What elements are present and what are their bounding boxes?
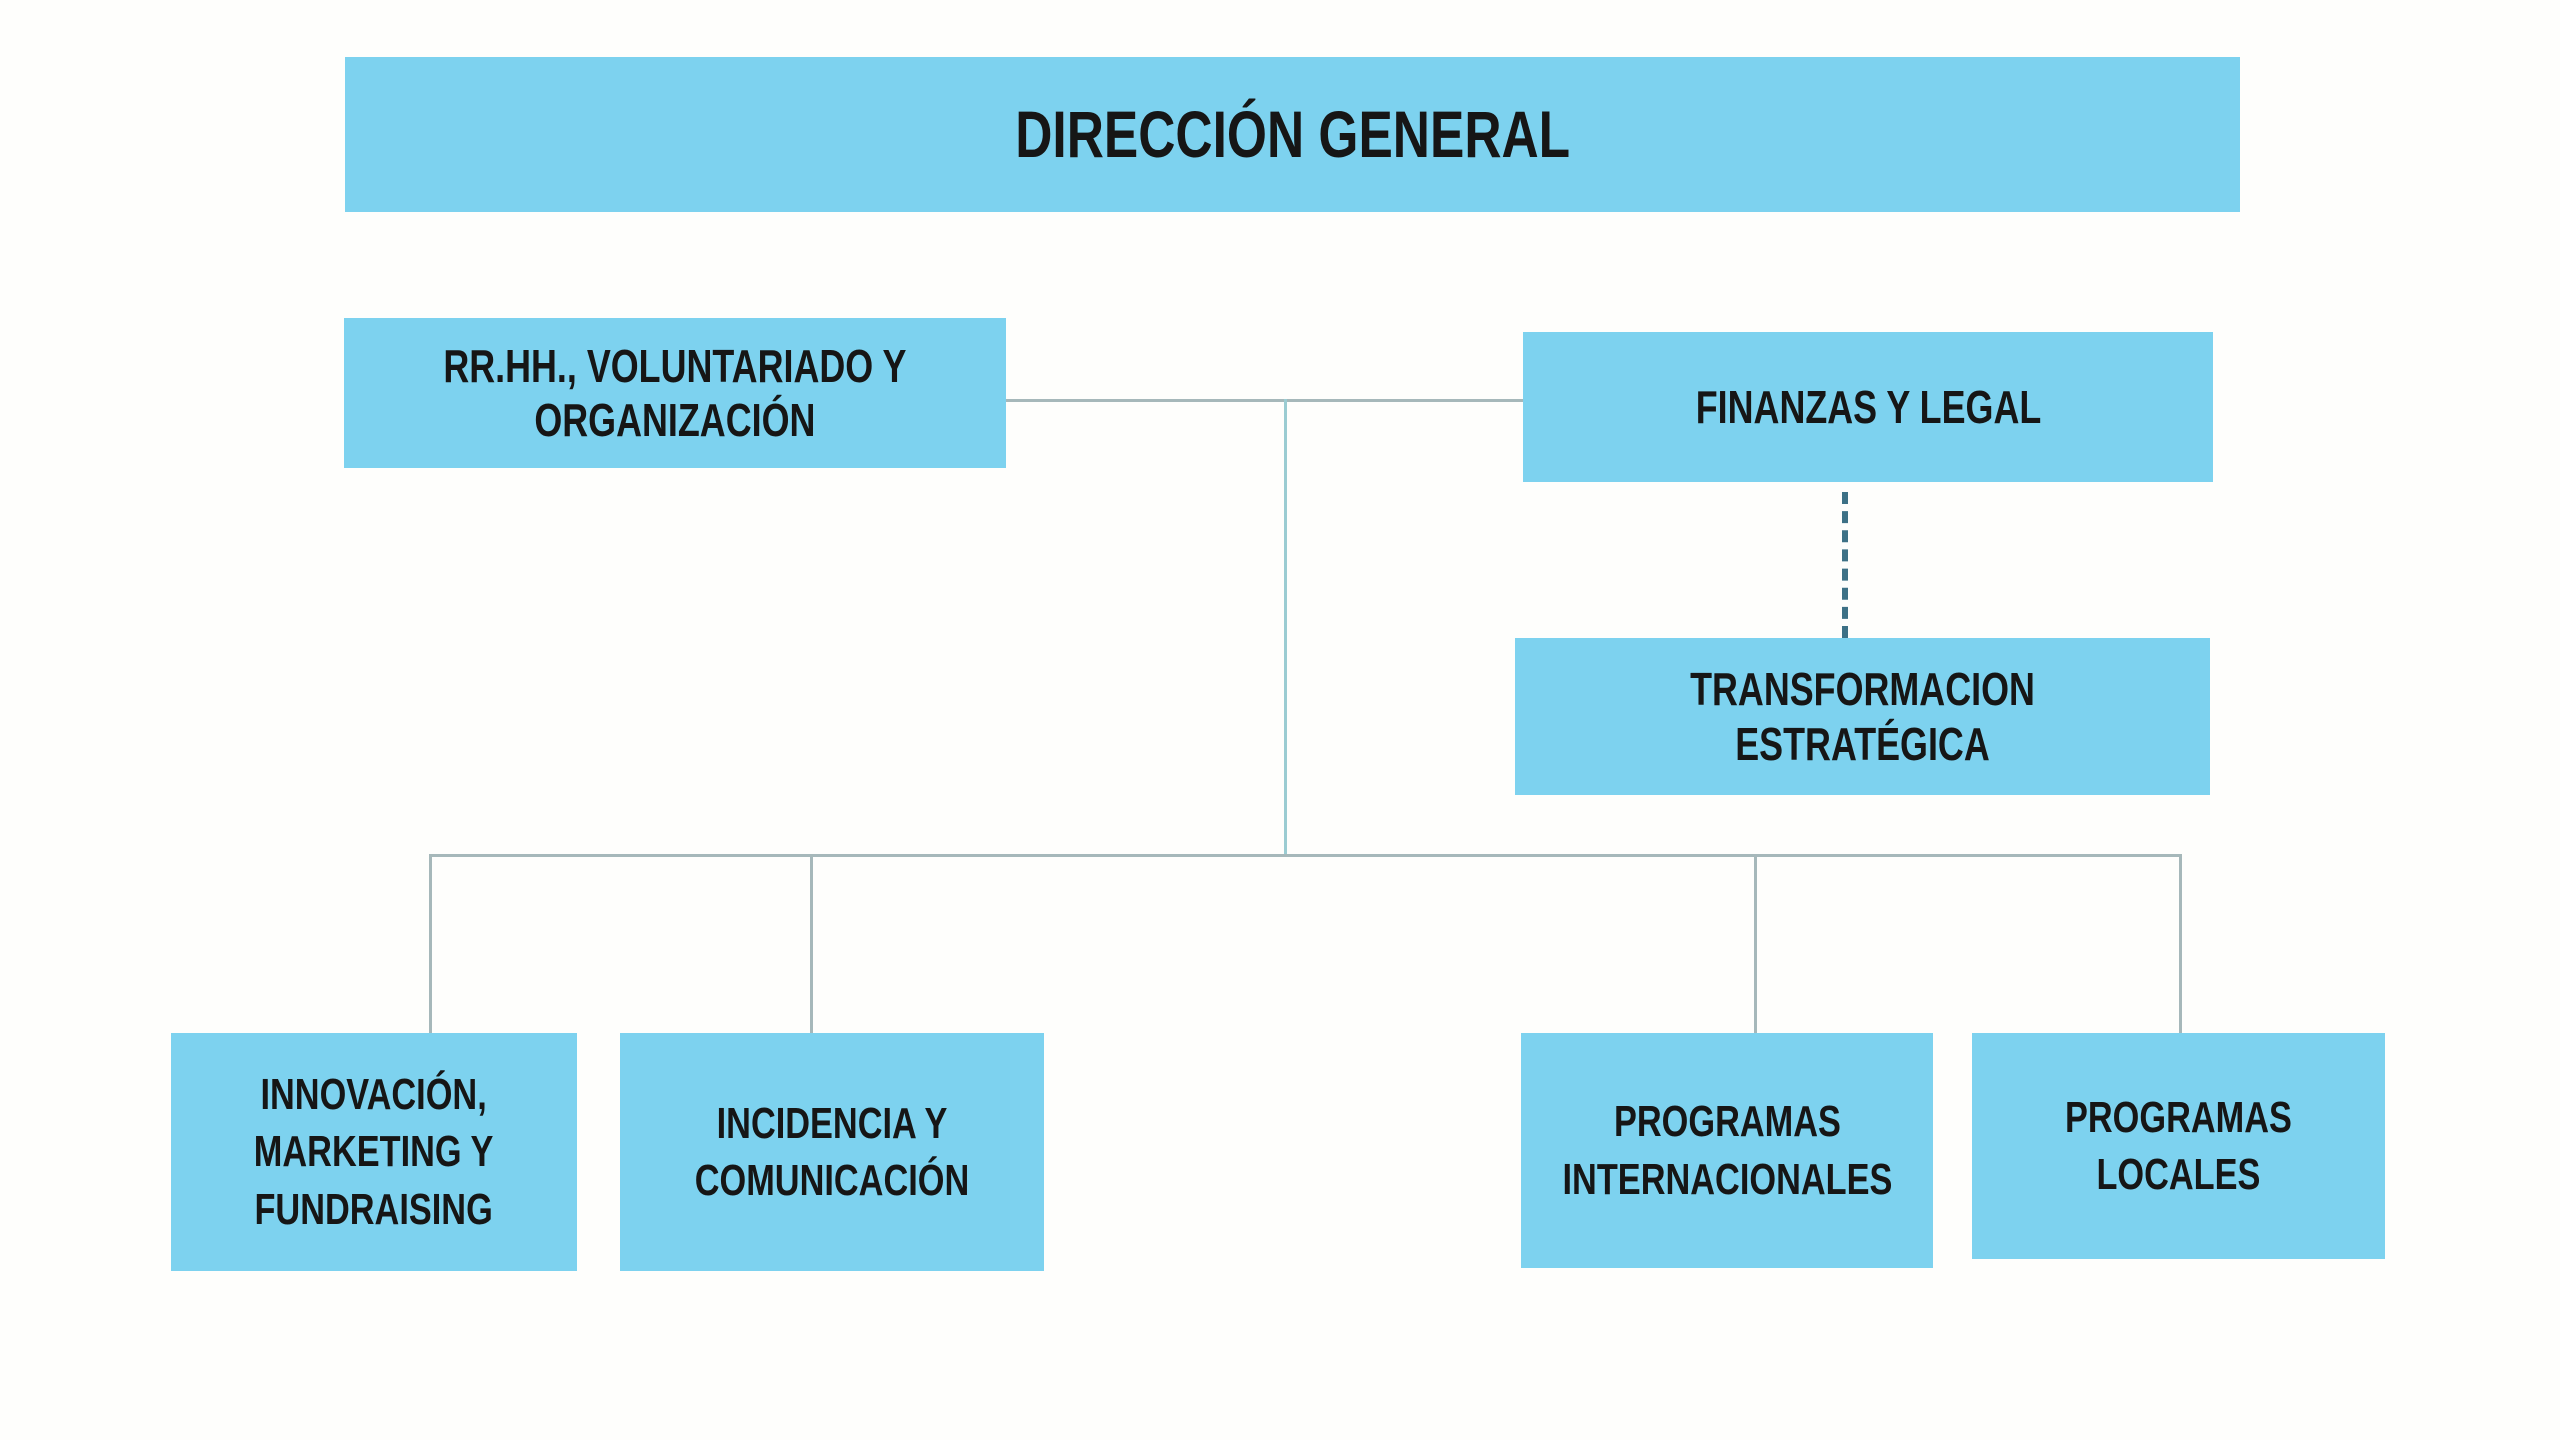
node-incidencia-label: INCIDENCIA Y COMUNICACIÓN	[694, 1098, 970, 1205]
node-transformacion-label: TRANSFORMACION ESTRATÉGICA	[1690, 663, 2035, 770]
connector-level2-horizontal	[1005, 399, 1523, 402]
node-finanzas-y-legal: FINANZAS Y LEGAL	[1523, 332, 2213, 482]
node-innovacion-label: INNOVACIÓN, MARKETING Y FUNDRAISING	[254, 1070, 494, 1234]
node-programas-internacionales: PROGRAMAS INTERNACIONALES	[1521, 1033, 1933, 1268]
connector-drop-programas-internacionales	[1754, 854, 1757, 1033]
node-rrhh-voluntariado-organizacion: RR.HH., VOLUNTARIADO Y ORGANIZACIÓN	[344, 318, 1006, 468]
node-programas-locales-label: PROGRAMAS LOCALES	[2065, 1092, 2292, 1199]
node-innovacion-marketing-fundraising: INNOVACIÓN, MARKETING Y FUNDRAISING	[171, 1033, 577, 1271]
connector-level3-horizontal-bus	[429, 854, 2182, 857]
connector-drop-innovacion	[429, 854, 432, 1033]
node-direccion-general-label: DIRECCIÓN GENERAL	[1015, 96, 1570, 171]
connector-drop-programas-locales	[2179, 854, 2182, 1033]
node-rrhh-label: RR.HH., VOLUNTARIADO Y ORGANIZACIÓN	[443, 339, 907, 446]
node-incidencia-y-comunicacion: INCIDENCIA Y COMUNICACIÓN	[620, 1033, 1044, 1271]
connector-center-riser	[1284, 399, 1287, 857]
node-direccion-general: DIRECCIÓN GENERAL	[345, 57, 2240, 212]
node-programas-internacionales-label: PROGRAMAS INTERNACIONALES	[1562, 1097, 1892, 1204]
connector-drop-incidencia	[810, 854, 813, 1033]
connector-dashed-finanzas-transformacion	[1842, 492, 1848, 638]
node-finanzas-label: FINANZAS Y LEGAL	[1695, 380, 2041, 433]
node-transformacion-estrategica: TRANSFORMACION ESTRATÉGICA	[1515, 638, 2210, 795]
node-programas-locales: PROGRAMAS LOCALES	[1972, 1033, 2385, 1259]
